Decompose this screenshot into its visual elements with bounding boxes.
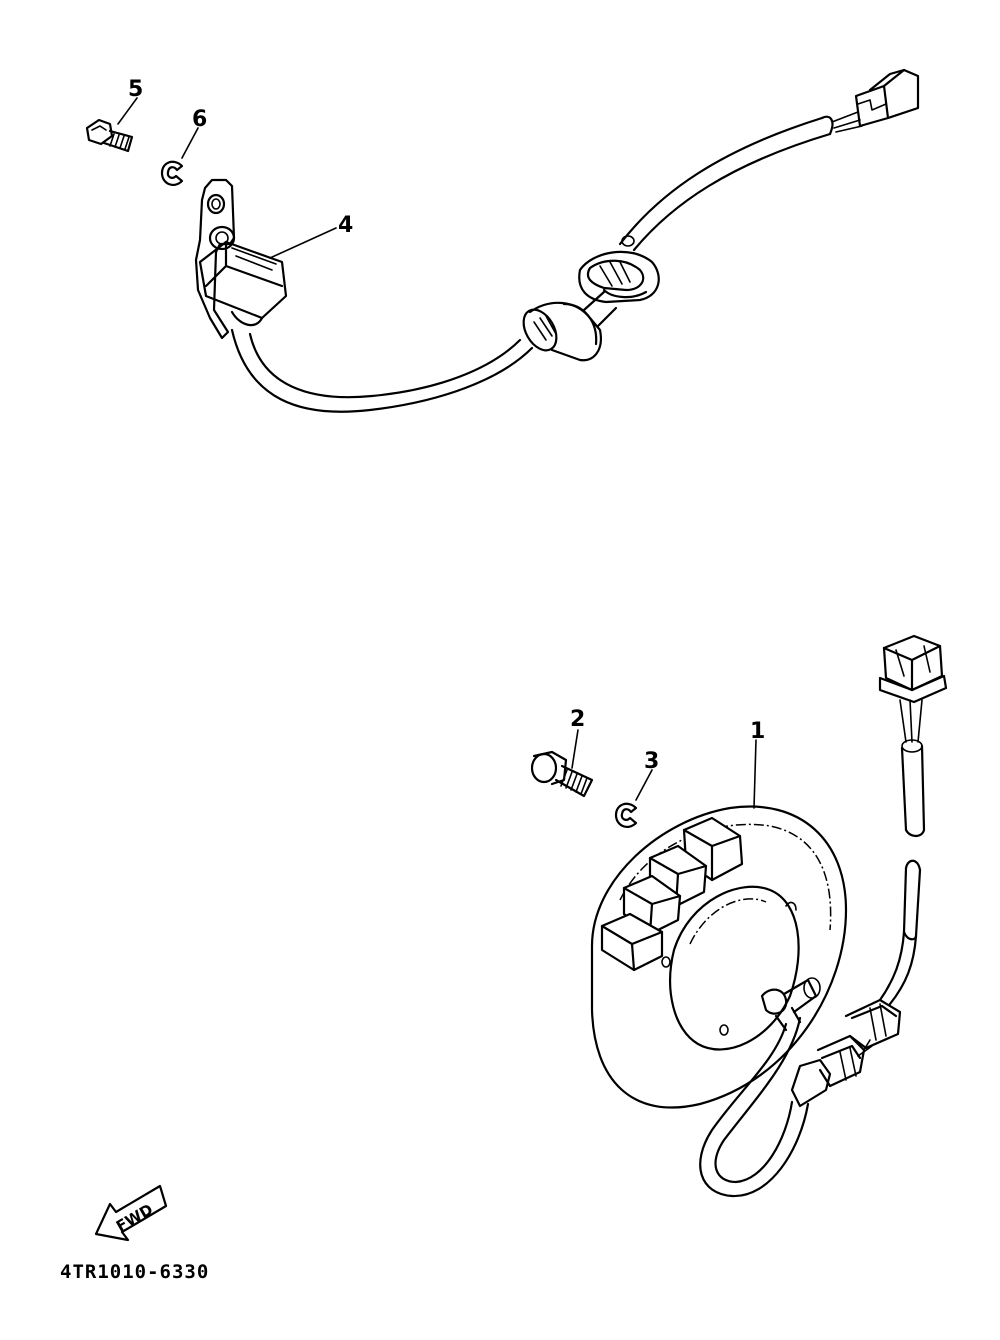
callout-6: 6 bbox=[192, 107, 207, 132]
pickup-coil-part-4 bbox=[194, 178, 288, 340]
stator-connector-upper bbox=[878, 634, 948, 704]
callout-4: 4 bbox=[338, 213, 353, 238]
grommet-lower bbox=[522, 301, 602, 362]
stator-part-1 bbox=[590, 805, 848, 1109]
callout-1: 1 bbox=[750, 719, 765, 744]
bolt-part-2 bbox=[530, 750, 594, 798]
harness-connector-upper bbox=[831, 68, 920, 133]
callout-2: 2 bbox=[570, 707, 585, 732]
callout-3: 3 bbox=[644, 749, 659, 774]
grommet-upper bbox=[578, 250, 660, 304]
circlip-part-3 bbox=[614, 802, 638, 828]
harness-connector-lower bbox=[790, 998, 902, 1108]
drawing-code: 4TR1010-6330 bbox=[60, 1261, 209, 1283]
fwd-arrow-icon: FWD bbox=[94, 1184, 168, 1242]
bolt-part-5 bbox=[85, 118, 134, 153]
circlip-part-6 bbox=[160, 160, 184, 186]
callout-leaders bbox=[117, 97, 757, 809]
callout-5: 5 bbox=[128, 77, 143, 102]
